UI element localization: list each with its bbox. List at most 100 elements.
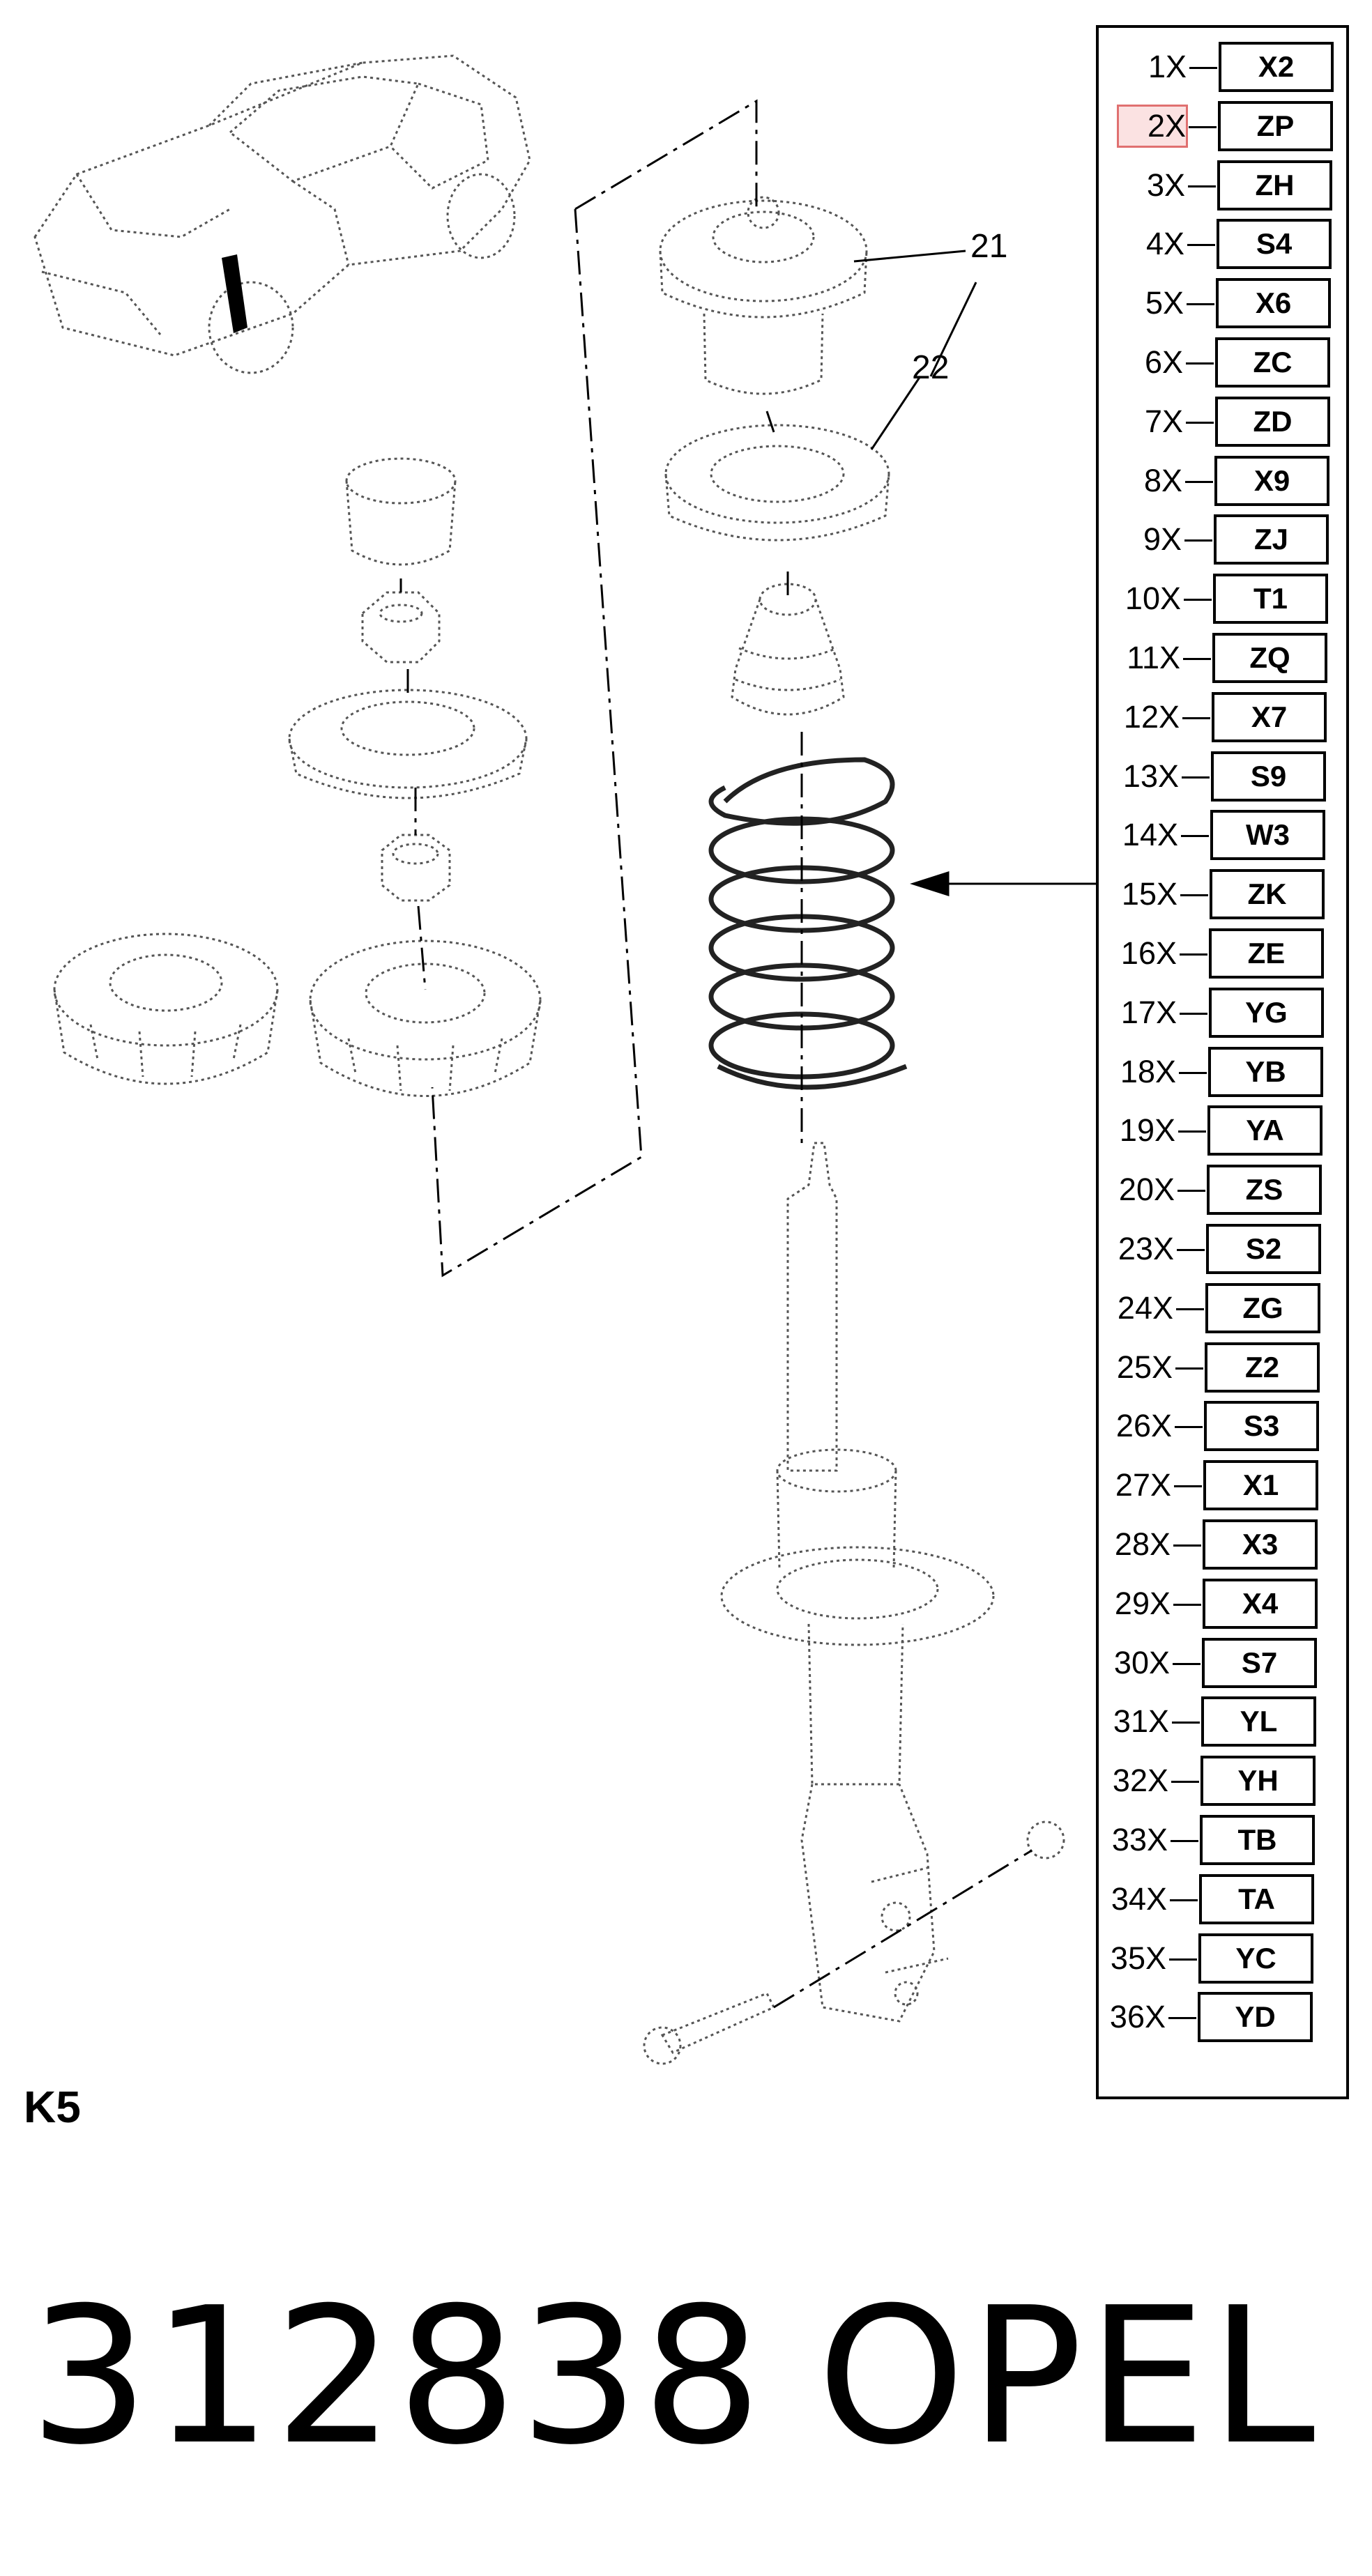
part-label-22: 22 (912, 349, 950, 386)
mount-bolt (643, 1992, 776, 2065)
variant-code-box: Z2 (1205, 1342, 1320, 1393)
variant-quantity: 10X (1125, 581, 1181, 617)
variant-code-box: X7 (1212, 691, 1327, 742)
variant-quantity: 3X (1146, 167, 1185, 203)
variant-row: 25X Z2 (1099, 1342, 1352, 1393)
variant-row: 29X X4 (1099, 1578, 1352, 1629)
variant-code-box: S9 (1211, 751, 1326, 802)
variant-quantity: 4X (1145, 226, 1184, 262)
variant-leader-tick (1184, 539, 1212, 542)
bump-cap (345, 457, 457, 566)
variant-code-box: YC (1198, 1933, 1313, 1984)
bump-stop (731, 583, 845, 716)
variant-row: 1X X2 (1099, 42, 1352, 92)
variant-quantity: 24X (1117, 1289, 1173, 1326)
variant-leader-tick (1182, 776, 1210, 779)
variant-leader-tick (1178, 1130, 1206, 1133)
variant-quantity: 14X (1122, 817, 1178, 853)
variant-code-box: X3 (1203, 1519, 1318, 1570)
variant-code-box: T1 (1213, 574, 1328, 624)
variant-row: 13X S9 (1099, 751, 1352, 802)
variant-leader-tick (1173, 1603, 1201, 1606)
variant-leader-tick (1169, 1958, 1197, 1961)
part-label-21: 21 (970, 228, 1008, 265)
variant-code-box: ZD (1215, 396, 1330, 447)
variant-quantity: 36X (1109, 1999, 1166, 2035)
variant-leader-tick (1179, 1071, 1207, 1074)
variant-row: 18X YB (1099, 1046, 1352, 1097)
variant-leader-tick (1183, 658, 1211, 660)
coil-spring (708, 757, 908, 1090)
variant-leader-tick (1173, 1544, 1201, 1547)
variant-leader-tick (1185, 480, 1213, 483)
variant-code-box: X1 (1203, 1460, 1318, 1511)
variant-row: 24X ZG (1099, 1282, 1352, 1333)
variant-code-box: S3 (1204, 1401, 1319, 1452)
part-number: 312838 (29, 2267, 765, 2486)
variant-leader-tick (1172, 1722, 1200, 1724)
variant-row: 28X X3 (1099, 1519, 1352, 1570)
variant-quantity: 20X (1118, 1172, 1175, 1208)
variant-quantity: 11X (1127, 640, 1180, 675)
mount-nut (1026, 1820, 1065, 1860)
variant-quantity: 32X (1112, 1763, 1168, 1799)
variant-leader-tick (1188, 185, 1216, 187)
variant-leader-tick (1187, 244, 1215, 247)
variant-quantity: 9X (1143, 521, 1182, 558)
variant-code-box: ZE (1209, 928, 1324, 979)
variant-quantity: 23X (1118, 1231, 1174, 1266)
variant-row: 35X YC (1099, 1933, 1352, 1984)
variant-leader-tick (1171, 1781, 1199, 1784)
variant-quantity: 2X (1117, 104, 1188, 148)
variant-row: 19X YA (1099, 1105, 1352, 1156)
variant-row: 4X S4 (1099, 219, 1352, 270)
variant-row: 12X X7 (1099, 691, 1352, 742)
variant-code-box: TA (1199, 1873, 1314, 1924)
variant-leader-tick (1176, 1308, 1204, 1310)
variant-leader-tick (1180, 953, 1207, 956)
variant-quantity: 28X (1114, 1526, 1171, 1562)
variant-quantity: 35X (1110, 1940, 1166, 1976)
variant-code-box: YA (1207, 1105, 1323, 1156)
nut-upper (361, 591, 441, 664)
variant-code-box: ZP (1218, 100, 1333, 151)
variant-quantity: 8X (1143, 462, 1182, 498)
variant-quantity: 16X (1120, 935, 1177, 971)
variant-quantity: 25X (1116, 1349, 1173, 1385)
nut-lower (381, 834, 451, 902)
variant-quantity: 29X (1114, 1585, 1171, 1621)
variant-quantity: 7X (1144, 403, 1183, 439)
variant-code-box: X4 (1203, 1578, 1318, 1629)
section-code: K5 (24, 2082, 81, 2132)
variant-code-box: YB (1208, 1046, 1323, 1097)
variant-quantity: 30X (1113, 1644, 1170, 1680)
variant-quantity: 18X (1120, 1053, 1176, 1089)
variant-code-box: ZS (1207, 1165, 1322, 1216)
variant-row: 16X ZE (1099, 928, 1352, 979)
variant-code-box: X2 (1219, 42, 1334, 92)
variant-leader-tick (1186, 421, 1214, 424)
variant-quantity: 13X (1122, 758, 1179, 794)
variant-leader-tick (1177, 1249, 1205, 1251)
variant-code-box: ZG (1205, 1282, 1320, 1333)
variant-row: 2X ZP (1099, 100, 1352, 151)
variant-code-box: S2 (1206, 1224, 1321, 1274)
variant-row: 23X S2 (1099, 1224, 1352, 1274)
variant-leader-tick (1181, 835, 1209, 838)
variant-quantity: 1X (1148, 49, 1187, 84)
variant-quantity: 12X (1123, 698, 1180, 735)
variant-code-box: S4 (1217, 219, 1332, 270)
strut-mount-21 (659, 196, 868, 395)
variant-leader-tick (1170, 1899, 1198, 1901)
variant-quantity: 19X (1119, 1112, 1175, 1149)
variant-code-box: ZC (1215, 337, 1330, 388)
